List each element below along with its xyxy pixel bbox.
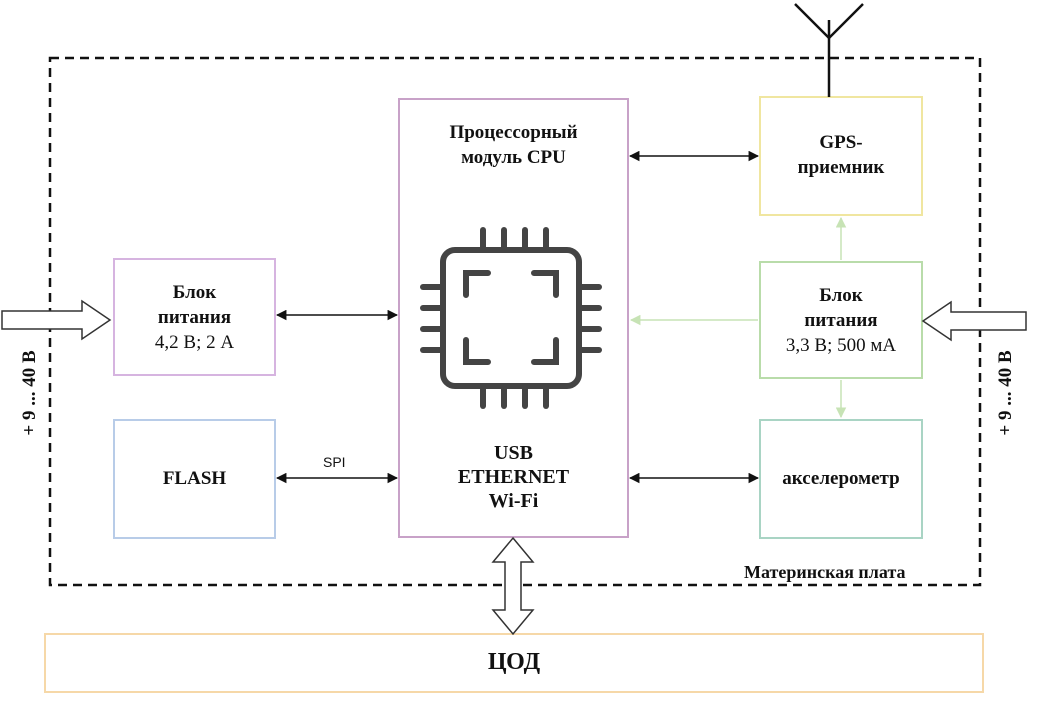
psu-right-box (759, 261, 923, 379)
arrow-cpu-datacenter (491, 536, 535, 636)
accel-label: акселерометр (782, 468, 900, 489)
datacenter-box (44, 633, 984, 693)
psu-right-line2: питания (804, 310, 878, 331)
gps-box (759, 96, 923, 216)
power-input-right-arrow (921, 300, 1027, 342)
datacenter-label: ЦОД (487, 649, 541, 675)
motherboard-label: Материнская плата (744, 562, 906, 582)
flash-box (113, 419, 276, 539)
psu-right-line1: Блок (819, 285, 863, 306)
cpu-title: Процессорный модуль CPU (400, 120, 627, 170)
cpu-iface-ethernet: ETHERNET (457, 466, 570, 488)
psu-right-spec: 3,3 В; 500 мА (785, 335, 897, 356)
voltage-left-label: + 9 ... 40 В (19, 350, 40, 436)
gps-label: GPS- приемник (761, 130, 921, 180)
cpu-interfaces: USB ETHERNET Wi-Fi (400, 441, 627, 513)
gps-line1: GPS- (819, 132, 863, 153)
voltage-right-label: + 9 ... 40 В (995, 350, 1016, 436)
cpu-title-line2: модуль CPU (461, 147, 566, 168)
psu-left-box (113, 258, 276, 376)
antenna-icon (794, 3, 864, 97)
cpu-iface-wifi: Wi-Fi (488, 490, 539, 512)
cpu-box (398, 98, 629, 538)
psu-right-label: Блок питания 3,3 В; 500 мА (761, 283, 921, 358)
psu-left-line2: питания (157, 307, 232, 328)
flash-label: FLASH (162, 468, 227, 489)
spi-label: SPI (323, 454, 346, 470)
psu-left-line1: Блок (172, 282, 217, 303)
power-input-left-arrow (1, 299, 112, 341)
gps-line2: приемник (797, 157, 885, 178)
cpu-iface-usb: USB (494, 442, 533, 464)
psu-left-spec: 4,2 В; 2 А (154, 332, 235, 353)
cpu-chip-icon (420, 227, 602, 409)
cpu-title-line1: Процессорный (449, 122, 578, 143)
psu-left-label: Блок питания 4,2 В; 2 А (115, 280, 274, 355)
accel-box (759, 419, 923, 539)
